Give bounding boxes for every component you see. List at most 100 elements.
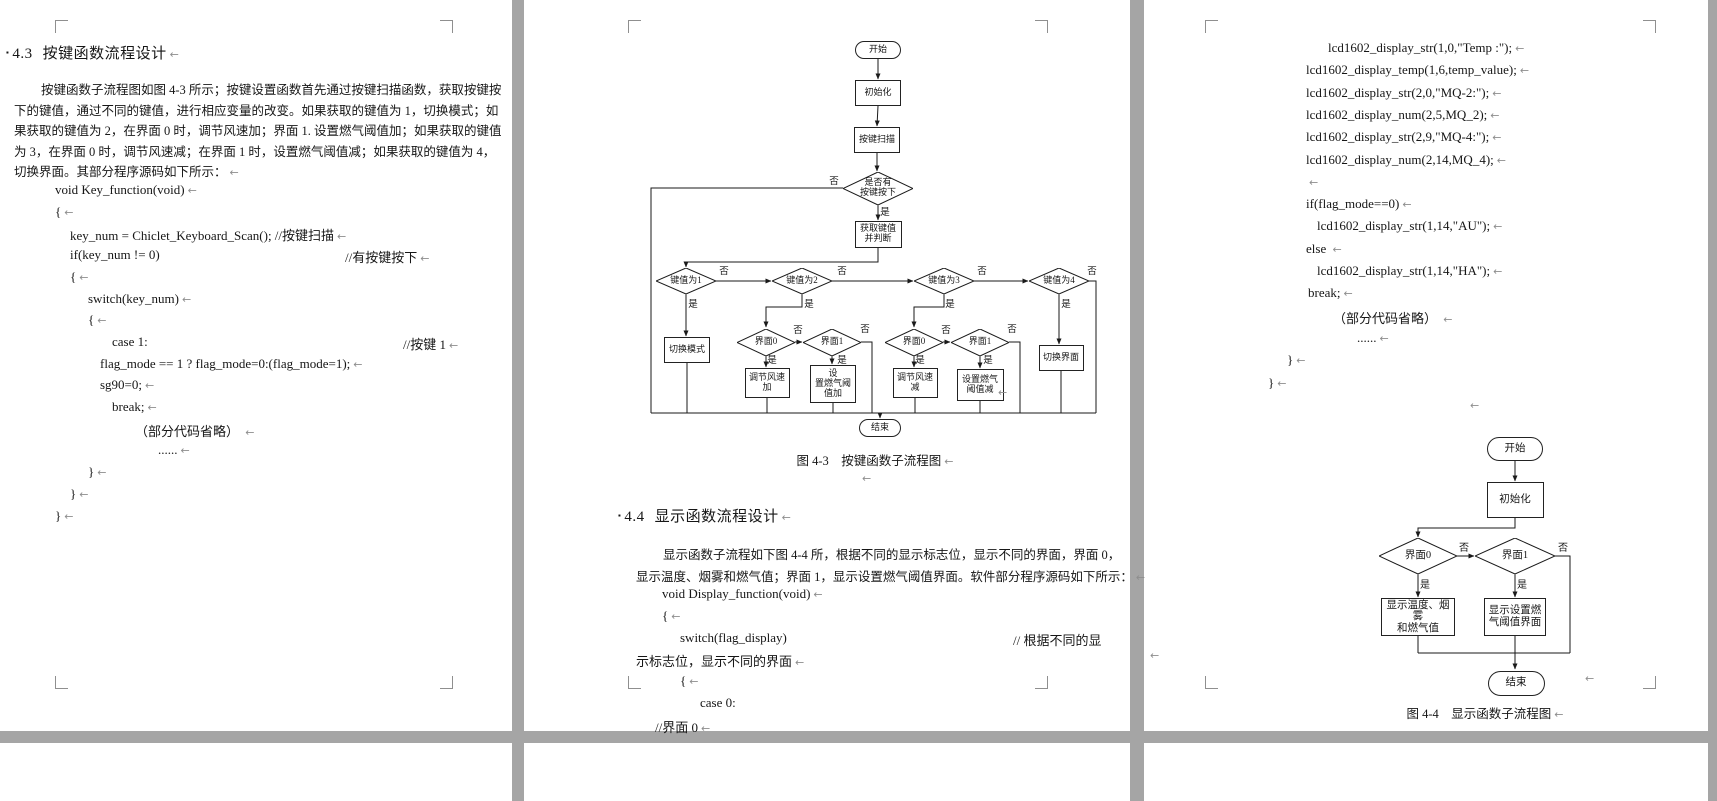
page-next-row-2 xyxy=(524,743,1130,801)
paragraph-line: 显示函数子流程如下图 4-4 所，根据不同的显示标志位，显示不同的界面，界面 0… xyxy=(663,548,1121,562)
paragraph-mark: ← xyxy=(1402,198,1412,212)
paragraph-line: 下的键值，通过不同的键值，进行相应变量的改变。如果获取的键值为 1，切换模式；如 xyxy=(14,103,499,118)
code-line: （部分代码省略） ← xyxy=(1333,308,1452,327)
code-line: }← xyxy=(1268,375,1286,391)
flow-node-label: 设置燃气阈值减 xyxy=(961,374,998,394)
code-line: switch(key_num)← xyxy=(88,291,191,307)
code-text: break; xyxy=(112,399,145,414)
code-line: void Key_function(void)← xyxy=(55,182,197,198)
code-line: //界面 0← xyxy=(655,717,710,736)
paragraph-mark: ← xyxy=(64,509,74,523)
paragraph-mark: ← xyxy=(1496,153,1506,167)
branch-label: 否 xyxy=(860,324,870,335)
code-line: lcd1602_display_str(2,0,"MQ-2:");← xyxy=(1306,85,1501,101)
paragraph-mark: ← xyxy=(1296,354,1306,368)
code-text: key_num = Chiclet_Keyboard_Scan(); //按键扫… xyxy=(70,228,335,244)
flowchart-connectors: 否是否否否否是是是是否否否否是是是是 xyxy=(650,59,1097,419)
flow-node-label: 界面0 xyxy=(754,336,778,347)
code-text: （部分代码省略） xyxy=(135,423,243,439)
code-text: lcd1602_display_str(1,0,"Temp :"); xyxy=(1328,40,1513,55)
flow-node-get-key: 获取键值并判断 xyxy=(854,220,902,248)
flow-node-label: 键值为2 xyxy=(786,275,818,286)
flowchart-key-function: 否是否否否否是是是是否否否否是是是是开始初始化按键扫描是否有按键按下获取键值并判… xyxy=(620,30,1120,442)
paragraph-mark: ← xyxy=(689,675,699,689)
paragraph-mark: ← xyxy=(1332,242,1342,256)
crop-mark xyxy=(1205,676,1218,689)
paragraph-mark: ← xyxy=(147,401,157,414)
crop-mark xyxy=(1035,676,1048,689)
crop-mark xyxy=(440,20,453,33)
code-line: else ← xyxy=(1306,241,1342,257)
code-line: {← xyxy=(680,673,698,689)
paragraph-mark: ← xyxy=(97,466,107,480)
branch-label: 是 xyxy=(945,299,955,310)
paragraph-line: 切换界面。其部分程序源码如下所示：← xyxy=(14,165,239,179)
flow-node-key-pressed: 是否有按键按下 xyxy=(843,171,913,205)
flow-node-end: 结束 xyxy=(1487,670,1545,696)
paragraph-mark: ← xyxy=(944,455,954,468)
branch-label: 是 xyxy=(837,355,847,366)
code-text: lcd1602_display_str(2,9,"MQ-4:"); xyxy=(1306,129,1490,145)
code-line: 示标志位，显示不同的界面← xyxy=(636,651,804,670)
paragraph-mark: ← xyxy=(1585,672,1595,685)
paragraph-line: 果获取的键值为 2，在界面 0 时，调节风速加；界面 1. 设置燃气阈值加；如果… xyxy=(14,124,502,138)
code-line: void Display_function(void)← xyxy=(662,586,823,602)
flow-node-init: 初始化 xyxy=(1486,482,1544,518)
branch-label: 否 xyxy=(837,266,847,277)
flow-node-start: 开始 xyxy=(855,41,901,59)
flow-node-gas-up: 设置燃气阈值加 xyxy=(810,365,856,403)
flow-node-label: 切换界面 xyxy=(1042,352,1079,363)
code-text: 示标志位，显示不同的界面 xyxy=(636,654,793,670)
crop-mark xyxy=(628,676,641,689)
paragraph-mark: ← xyxy=(1515,42,1525,55)
code-line: if(key_num != 0)//有按键按下← xyxy=(70,247,429,265)
paragraph-mark: ← xyxy=(862,472,872,485)
flow-node-label: 键值为1 xyxy=(670,275,702,286)
flow-node-label: 显示设置燃气阈值界面 xyxy=(1488,605,1542,628)
flow-node-key1: 键值为1 xyxy=(656,268,716,294)
code-line: lcd1602_display_num(2,5,MQ_2);← xyxy=(1306,107,1499,123)
branch-label: 是 xyxy=(688,299,698,310)
code-text: （部分代码省略） xyxy=(1333,310,1441,326)
flow-node-ui1: 界面1 xyxy=(1475,538,1555,574)
flow-node-label: 界面1 xyxy=(1501,550,1529,562)
code-text: ...... xyxy=(1357,329,1377,345)
branch-label: 否 xyxy=(1007,324,1017,335)
code-line: switch(flag_display)// 根据不同的显 xyxy=(680,630,1101,648)
flow-node-ui0-k3: 界面0 xyxy=(885,328,943,356)
code-line: }← xyxy=(70,486,88,502)
code-text: if(key_num != 0) xyxy=(70,247,160,263)
code-line: （部分代码省略） ← xyxy=(135,421,254,440)
flow-node-ui0: 界面0 xyxy=(1379,538,1457,574)
flow-node-ui1-k2: 界面1 xyxy=(803,328,861,356)
flow-node-label: 结束 xyxy=(1505,677,1527,689)
branch-label: 否 xyxy=(941,325,951,336)
flow-node-label: 界面1 xyxy=(968,336,992,347)
code-comment: //按键 1← xyxy=(403,336,459,352)
crop-mark xyxy=(440,676,453,689)
code-line: sg90=0;← xyxy=(100,377,154,393)
code-text: else xyxy=(1306,240,1330,256)
flow-node-init: 初始化 xyxy=(855,80,901,106)
paragraph-mark: ← xyxy=(1554,708,1564,721)
code-line: flag_mode == 1 ? flag_mode=0:(flag_mode=… xyxy=(100,356,362,372)
paragraph-mark: ← xyxy=(1277,376,1287,390)
figure-caption-4-3: 图 4-3 按键函数子流程图← xyxy=(750,450,1000,469)
figure-caption-text: 图 4-3 按键函数子流程图 xyxy=(796,454,942,468)
flow-node-label: 设置燃气阈值加 xyxy=(814,368,851,398)
flow-node-label: 切换模式 xyxy=(668,344,705,355)
crop-mark xyxy=(1035,20,1048,33)
flow-node-switch-mode: 切换模式 xyxy=(664,337,710,363)
branch-label: 否 xyxy=(829,176,839,187)
flow-node-key4: 键值为4 xyxy=(1029,268,1089,294)
paragraph-mark: ← xyxy=(795,656,805,670)
branch-label: 否 xyxy=(1087,266,1097,277)
branch-label: 是 xyxy=(915,355,925,366)
paragraph-mark: ← xyxy=(1150,649,1160,662)
paragraph-mark: ← xyxy=(1343,287,1353,301)
code-line: ......← xyxy=(1357,330,1389,346)
flow-node-show-sensors: 显示温度、烟雾和燃气值 xyxy=(1381,598,1455,636)
branch-label: 是 xyxy=(1420,579,1430,591)
code-text: } xyxy=(88,464,95,480)
branch-label: 是 xyxy=(1517,579,1527,591)
